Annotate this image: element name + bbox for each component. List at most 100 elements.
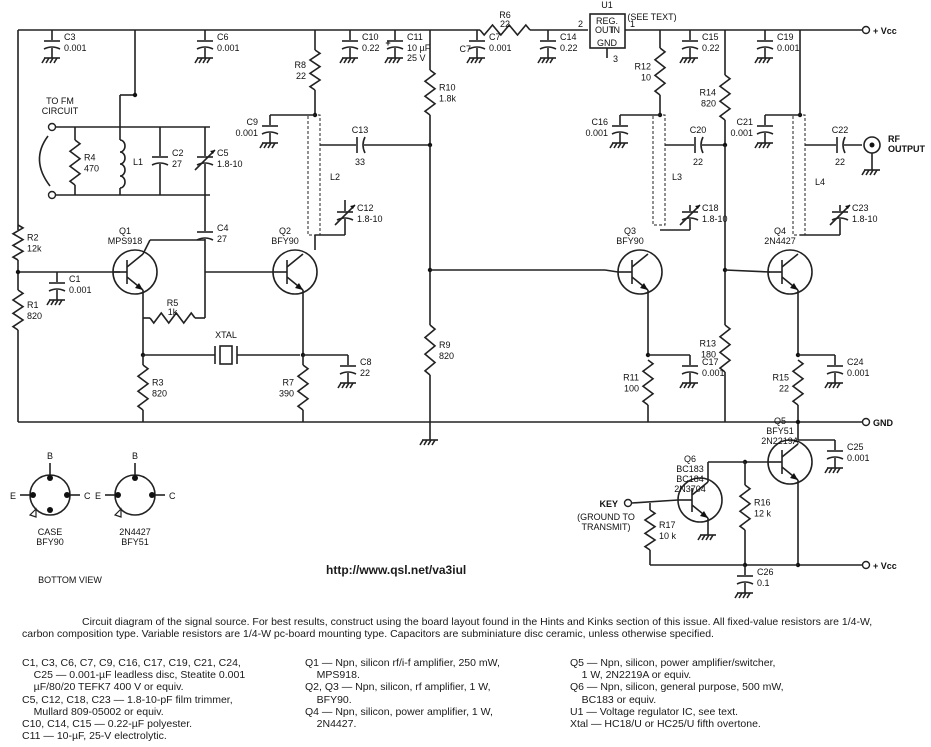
label: 33	[355, 157, 365, 167]
capacitor-plate	[196, 162, 214, 166]
ground-hatch	[832, 382, 837, 389]
label: R15	[772, 373, 789, 383]
label: 470	[84, 164, 99, 174]
ground-hatch	[419, 439, 424, 446]
legend-line: Mullard 809-05002 or equiv.	[22, 705, 164, 718]
ground-hatch	[734, 592, 739, 599]
label: C7	[459, 44, 471, 54]
ground-hatch	[46, 299, 51, 306]
label: R10	[439, 83, 456, 93]
ground-hatch	[466, 57, 471, 64]
label: 22	[500, 19, 510, 29]
capacitor-plate	[681, 217, 699, 221]
capacitor-plate	[362, 136, 366, 154]
resistor-r10	[423, 69, 437, 116]
voltage-regulator-u1	[589, 13, 626, 49]
ground-hatch	[687, 382, 692, 389]
parts-legend-col3: Q5 — Npn, silicon, power amplifier/switc…	[570, 657, 910, 730]
capacitor-plate	[539, 46, 557, 50]
ground-hatch	[613, 142, 618, 149]
label: C15	[702, 32, 719, 42]
label: 100	[624, 384, 639, 394]
transistor-collector	[781, 443, 799, 458]
capacitor-plate	[736, 581, 754, 585]
ground-hatch	[828, 467, 833, 474]
label: 27	[217, 234, 227, 244]
transistor-arrow	[700, 511, 708, 518]
ground-hatch	[832, 467, 837, 474]
ground-hatch	[824, 467, 829, 474]
label: 10 k	[659, 531, 677, 541]
label: C2	[172, 148, 184, 158]
wire	[604, 269, 619, 273]
ground-hatch	[766, 142, 771, 149]
fm-terminal-2	[47, 190, 57, 200]
ground-hatch	[824, 382, 829, 389]
ground-hatch	[758, 57, 763, 64]
ground-hatch	[343, 57, 348, 64]
legend-line: µF/80/20 TEFK7 400 V or equiv.	[22, 681, 184, 694]
label: Q5	[774, 416, 786, 426]
label: R2	[27, 233, 39, 243]
ground-hatch	[836, 467, 841, 474]
label: XTAL	[215, 330, 237, 340]
label: C3	[64, 32, 76, 42]
label: GND	[597, 38, 618, 48]
label: 27	[172, 159, 182, 169]
ground-hatch	[617, 142, 622, 149]
label: R12	[634, 62, 651, 72]
resistor-r2	[11, 224, 25, 261]
legend-line: BFY90.	[305, 693, 352, 706]
ground-hatch	[384, 57, 389, 64]
ground-hatch	[873, 169, 878, 176]
label: R4	[84, 153, 96, 163]
label: 390	[279, 389, 294, 399]
transistor-collector	[286, 253, 304, 268]
wire	[631, 499, 679, 504]
ground-hatch	[351, 57, 356, 64]
junction-dot	[132, 92, 138, 98]
ground-hatch	[198, 57, 203, 64]
label: C5	[217, 148, 229, 158]
inductor-l1	[119, 139, 126, 189]
transistor-collector	[126, 253, 144, 268]
transistor-arrow	[790, 283, 798, 290]
label: C22	[832, 125, 849, 135]
label: U1	[601, 0, 613, 10]
caption-text: Circuit diagram of the signal source. Fo…	[22, 616, 873, 640]
ground-hatch	[746, 592, 751, 599]
capacitor-plate	[386, 46, 404, 50]
pin-e	[30, 492, 36, 498]
legend-line: Q6 — Npn, silicon, general purpose, 500 …	[570, 681, 784, 694]
capacitor-plate	[756, 131, 774, 135]
label: 22	[835, 157, 845, 167]
source-url[interactable]: http://www.qsl.net/va3iul	[326, 563, 467, 577]
label: Q1	[119, 226, 131, 236]
capacitor-plate	[611, 131, 629, 135]
ground-hatch	[687, 57, 692, 64]
label: (SEE TEXT)	[627, 12, 676, 22]
ground-hatch	[427, 439, 432, 446]
pin-b	[132, 475, 138, 481]
rf-output-pin	[869, 142, 875, 148]
capacitor-plate	[468, 46, 486, 50]
label: 1.8-10	[702, 214, 728, 224]
transistor-collector	[781, 253, 799, 268]
ground-hatch	[50, 299, 55, 306]
capacitor-plate	[700, 136, 704, 154]
label: C25	[847, 442, 864, 452]
ground-hatch	[609, 142, 614, 149]
label: KEY	[599, 499, 618, 509]
ground-hatch	[271, 142, 276, 149]
pin-b	[47, 475, 53, 481]
capacitor-plate	[261, 131, 279, 135]
ground-hatch	[267, 142, 272, 149]
capacitor-plate	[48, 288, 66, 292]
trimmer-arrow	[829, 204, 851, 226]
transistor-arrow	[295, 283, 303, 290]
label: C16	[591, 117, 608, 127]
label: 0.22	[702, 43, 720, 53]
